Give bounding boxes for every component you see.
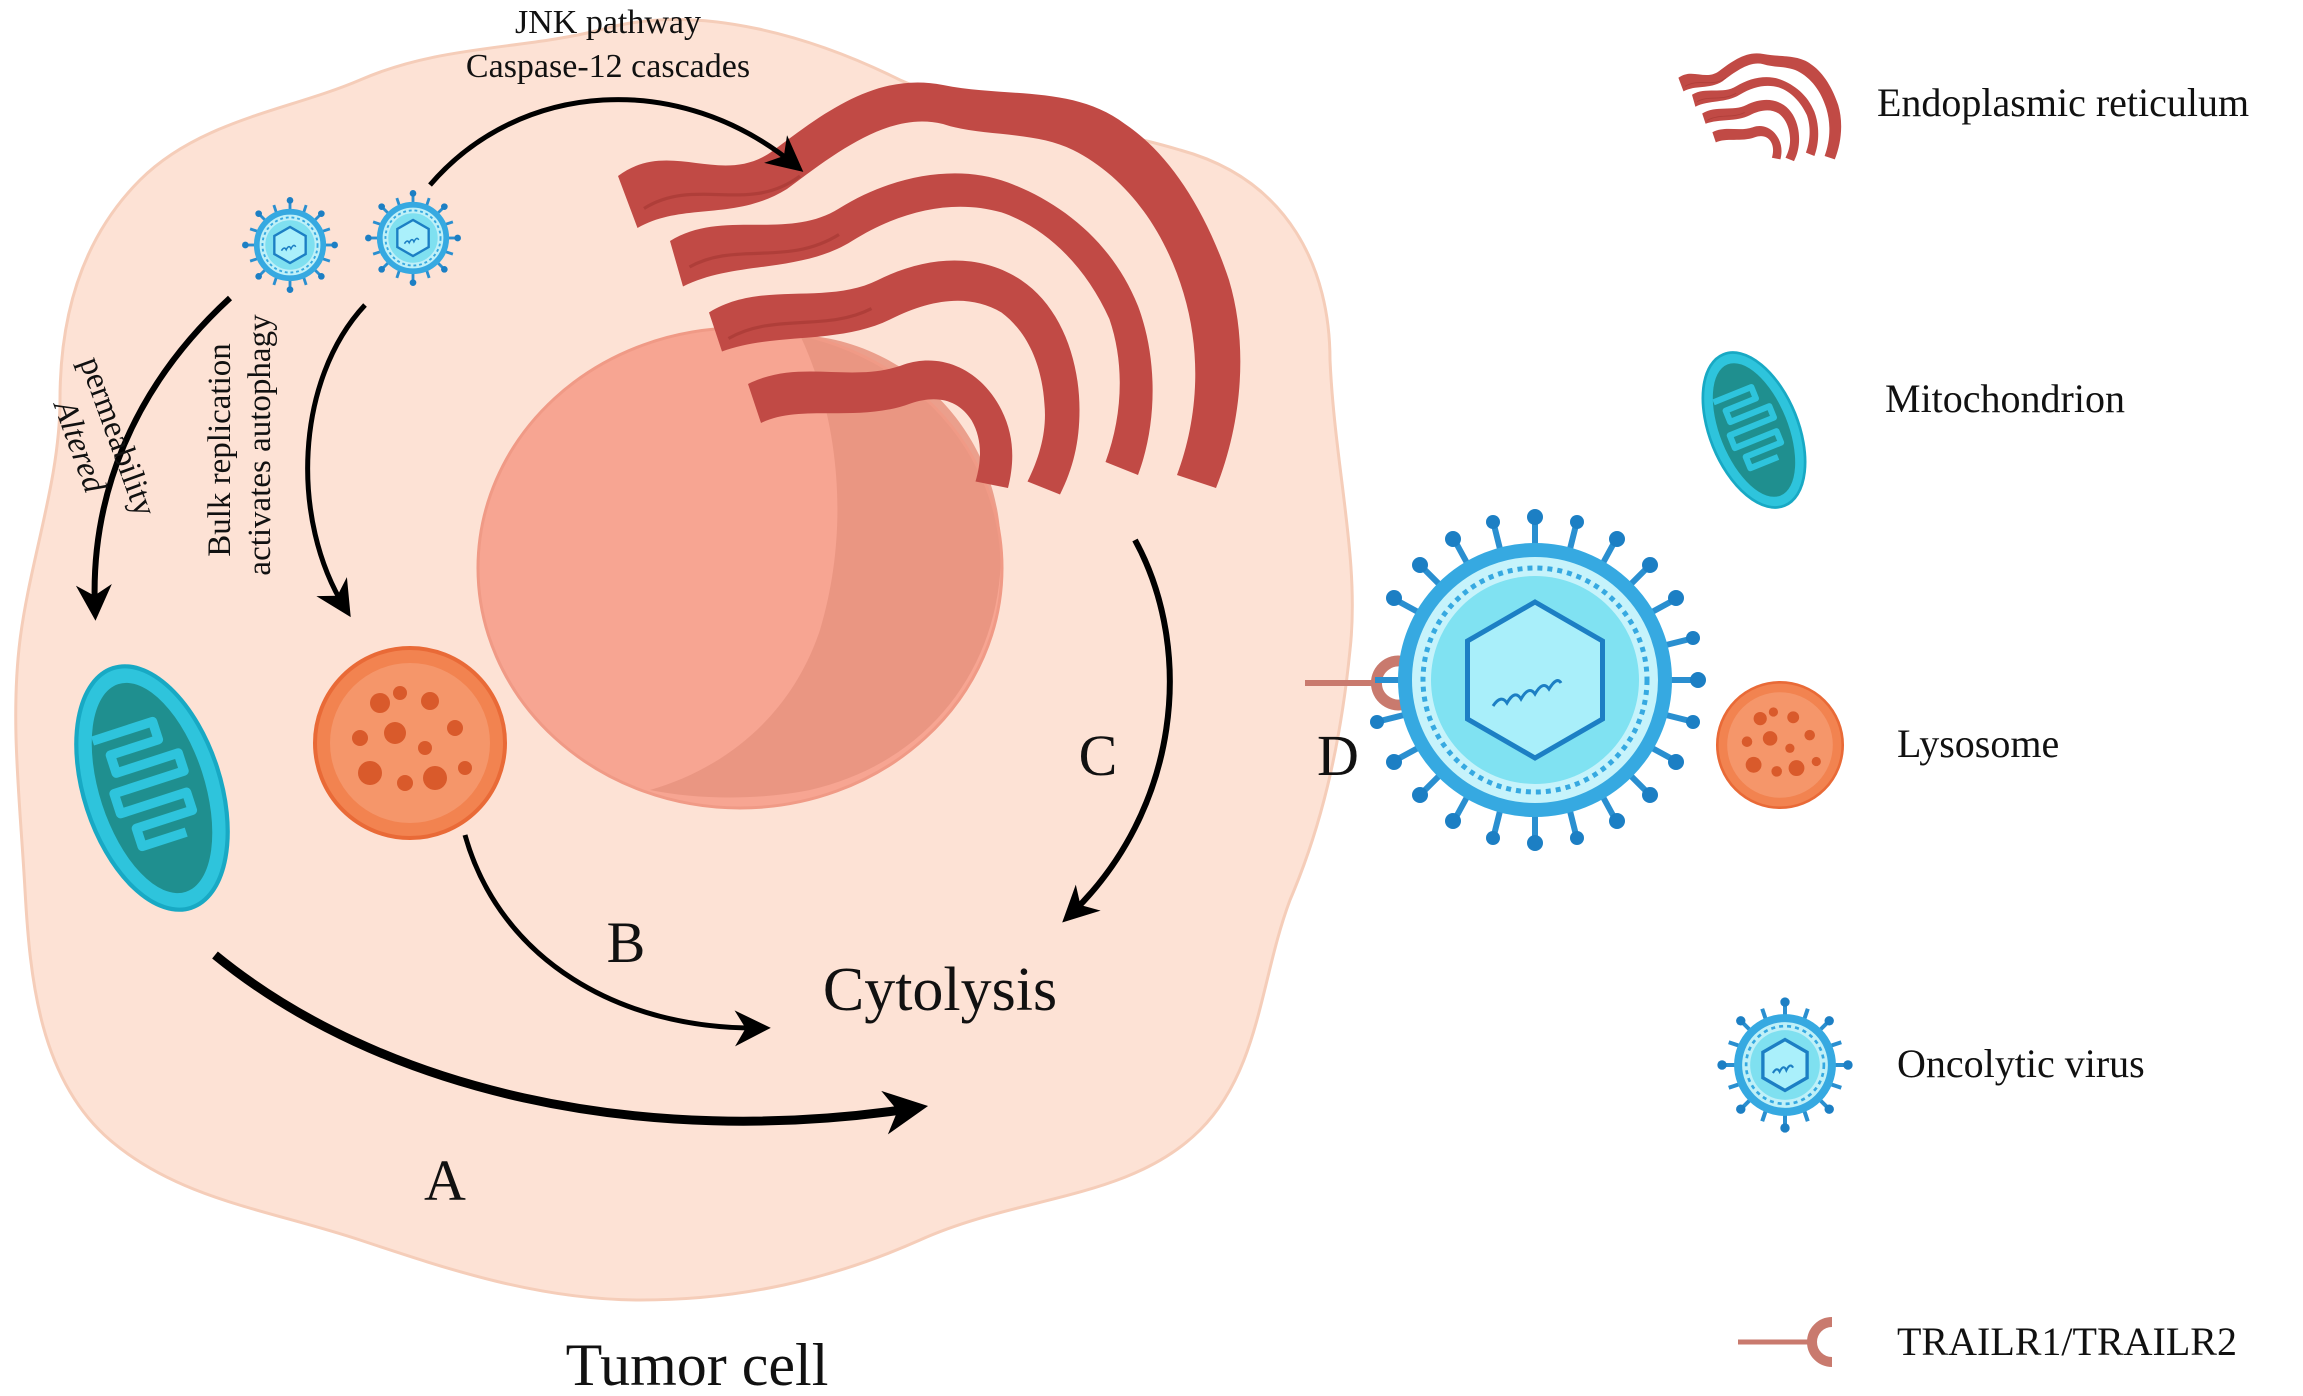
legend-item-receptor: TRAILR1/TRAILR2 xyxy=(1738,1317,2237,1367)
mitochondrion-icon xyxy=(1682,338,1825,522)
tumor-cell-caption: Tumor cell xyxy=(566,1332,829,1396)
virus-icon xyxy=(1717,997,1852,1132)
pathway-top-line1: JNK pathway xyxy=(515,4,701,41)
oncolytic-virus-small-2 xyxy=(365,190,461,286)
arrow-altered-permeability xyxy=(75,295,233,621)
legend-label-er: Endoplasmic reticulum xyxy=(1877,80,2249,125)
oncolytic-virus-large xyxy=(1370,509,1706,851)
er-icon xyxy=(1677,52,1842,162)
route-label-a: A xyxy=(424,1148,466,1213)
oncolytic-virus-small-1 xyxy=(242,197,338,293)
legend-label-lysosome: Lysosome xyxy=(1897,721,2059,766)
pathway-top-line2: Caspase-12 cascades xyxy=(466,48,750,85)
legend-item-virus: Oncolytic virus xyxy=(1717,997,2145,1132)
pathway-mid-line2: activates autophagy xyxy=(242,314,278,576)
route-label-d: D xyxy=(1317,723,1359,788)
pathway-mid-line1: Bulk replication xyxy=(202,343,238,557)
legend: Endoplasmic reticulum Mitochondrion Lyso… xyxy=(1677,52,2249,1367)
route-label-c: C xyxy=(1079,723,1118,788)
arrow-jnk-pathway xyxy=(428,97,804,187)
legend-item-mitochondrion: Mitochondrion xyxy=(1682,338,2125,522)
legend-item-lysosome: Lysosome xyxy=(1715,680,2059,810)
nucleus-shadow xyxy=(650,335,1001,798)
legend-label-receptor: TRAILR1/TRAILR2 xyxy=(1897,1319,2237,1364)
receptor-icon xyxy=(1738,1317,1833,1367)
arrow-route-c xyxy=(1062,538,1173,923)
arrow-autophagy xyxy=(305,303,367,618)
lysosome-icon xyxy=(1715,680,1845,810)
legend-item-er: Endoplasmic reticulum xyxy=(1677,52,2249,162)
legend-label-mitochondrion: Mitochondrion xyxy=(1885,376,2125,421)
cytolysis-label: Cytolysis xyxy=(823,956,1057,1024)
route-label-b: B xyxy=(607,910,646,975)
lysosome xyxy=(313,646,507,841)
arrow-route-b xyxy=(462,834,771,1047)
arrow-route-a xyxy=(212,951,929,1135)
legend-label-virus: Oncolytic virus xyxy=(1897,1041,2145,1086)
